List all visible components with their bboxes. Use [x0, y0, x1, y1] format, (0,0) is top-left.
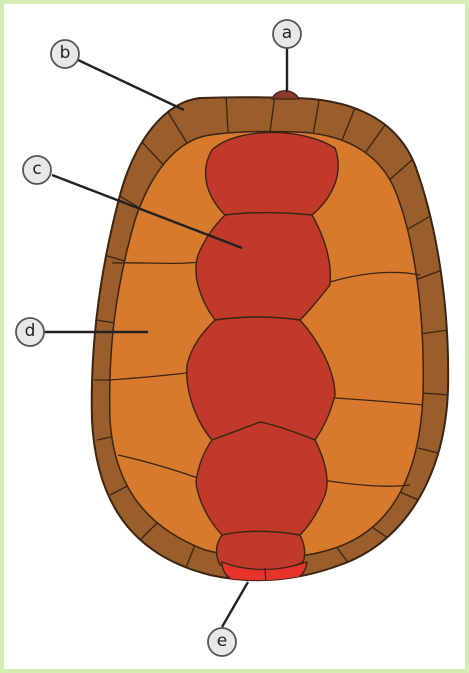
callout-label-d: d: [25, 321, 36, 341]
vertebral-scute-2: [196, 213, 330, 320]
turtle-carapace-diagram: a b c d e: [4, 4, 465, 669]
vertebral-scute-1: [206, 132, 339, 215]
vertebral-scute-4: [196, 422, 327, 535]
callout-label-a: a: [282, 23, 292, 43]
callout-d: d: [16, 318, 44, 346]
callout-e: e: [208, 628, 236, 656]
callout-c: c: [23, 156, 51, 184]
callout-b: b: [51, 40, 79, 68]
callout-label-e: e: [217, 631, 227, 651]
diagram-canvas: a b c d e: [4, 4, 465, 669]
callout-label-c: c: [32, 159, 41, 179]
callout-label-b: b: [60, 43, 71, 63]
callout-a: a: [273, 20, 301, 48]
nuchal-scute: [272, 91, 299, 99]
